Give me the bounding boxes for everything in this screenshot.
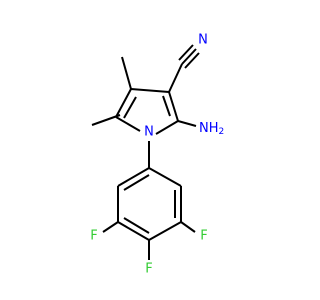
molecule-structure: N N NH2 F F F: [90, 33, 224, 277]
bond-c4-methyl: [121, 56, 132, 90]
bond-c3-cn: [168, 63, 183, 93]
fluorine-right-label: F: [200, 229, 207, 244]
bond-ph-c6-c1: [117, 167, 150, 187]
bonds: [91, 44, 200, 260]
bond-c2-c3-outer: [168, 91, 179, 122]
bond-cn-triple-1: [181, 48, 197, 65]
bond-c5-methyl: [91, 114, 121, 126]
bond-ph-c3-c4: [148, 221, 182, 241]
bond-c5-n1: [115, 116, 141, 132]
bond-ph-c1-c2: [148, 167, 182, 187]
fluorine-bottom-label: F: [145, 262, 152, 277]
ring-nitrogen-label: N: [144, 125, 154, 140]
nitrile-nitrogen-label: N: [198, 33, 208, 48]
bond-c4-c5-inner: [123, 96, 137, 119]
bond-c-f-right: [180, 221, 196, 233]
bond-c2-c3-inner: [162, 95, 171, 117]
bond-c3-c4: [130, 88, 170, 93]
bond-cn-triple-2: [178, 44, 194, 61]
bond-n1-c2: [155, 120, 179, 135]
bond-c-f-left: [102, 221, 119, 233]
bond-c2-amino: [177, 120, 197, 127]
bond-ph-c4-c5: [117, 221, 150, 241]
bond-cn-triple-3: [184, 52, 200, 69]
bond-c4-c5-outer: [115, 88, 132, 118]
bond-ph-c4-c5-inner: [123, 217, 150, 234]
bond-ph-c6-c1-inner: [123, 174, 150, 191]
amino-group-label: NH2: [199, 121, 224, 138]
atom-labels: N N NH2 F F F: [90, 33, 224, 277]
amino-subscript: 2: [219, 127, 225, 137]
amino-symbol: NH: [199, 121, 219, 136]
fluorine-left-label: F: [90, 229, 97, 244]
